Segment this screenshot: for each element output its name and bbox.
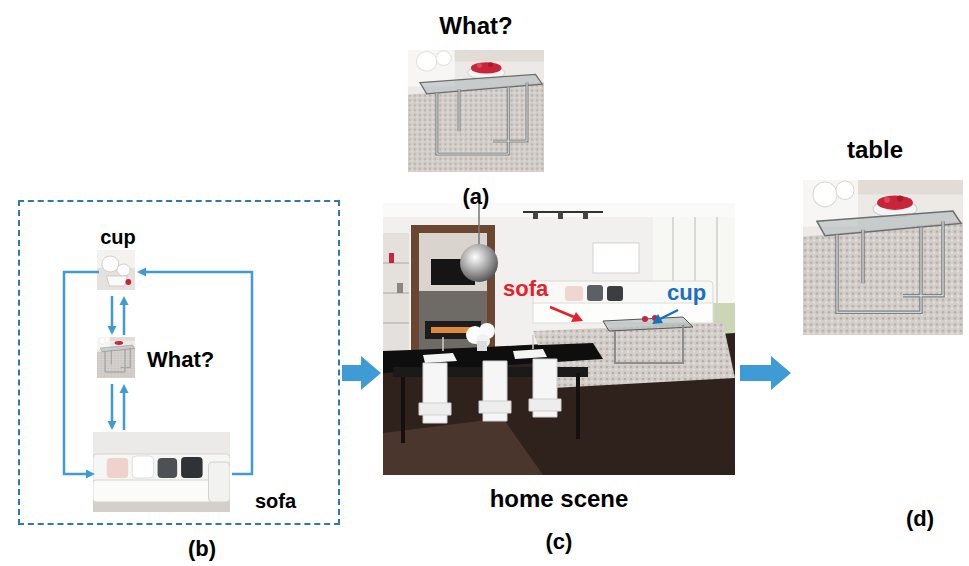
- scene-image: sofacuphome scene(c): [383, 203, 735, 475]
- panel-question: What?: [439, 12, 512, 40]
- arrow-head: [137, 268, 146, 277]
- scene-caption: home scene: [490, 485, 629, 513]
- object-image: What?: [99, 339, 137, 380]
- connector-line: [111, 296, 114, 326]
- connector: [108, 296, 129, 335]
- cup-photo: [97, 250, 135, 290]
- block-arrow: [342, 356, 381, 390]
- connector-line: [123, 393, 126, 430]
- table-photo: [803, 180, 963, 335]
- arrow-head: [108, 421, 117, 430]
- connector: [64, 272, 99, 479]
- object-label: cup: [100, 226, 136, 249]
- arrow-head: [120, 384, 129, 393]
- table-photo: [408, 50, 544, 172]
- home-scene-photo: [383, 203, 735, 475]
- table-photo: [97, 337, 135, 378]
- arrow-head: [120, 296, 129, 305]
- arrow-head: [108, 326, 117, 335]
- panel-letter: (d): [906, 506, 934, 531]
- object-image: sofa: [95, 434, 232, 514]
- object-label: cup: [667, 280, 706, 305]
- object-question: What?: [147, 347, 214, 372]
- connector-line: [146, 272, 252, 474]
- panel-letter: (b): [188, 536, 216, 561]
- pointer-arrow: [550, 307, 583, 322]
- block-arrow: [740, 356, 791, 390]
- panel-answer: table: [847, 136, 903, 164]
- image-panel: What?(a): [408, 50, 544, 172]
- arrow-head: [86, 470, 95, 479]
- image-panel: table(d): [803, 180, 963, 335]
- panel-letter: (c): [546, 529, 573, 554]
- connector: [740, 356, 791, 390]
- object-image: cup: [99, 252, 137, 292]
- object-label: sofa: [503, 276, 548, 301]
- connector: [108, 384, 129, 430]
- connector-line: [64, 272, 99, 474]
- connector: [137, 268, 252, 475]
- connector-line: [111, 384, 114, 421]
- object-label: sofa: [255, 490, 296, 513]
- pointer-arrow: [652, 310, 678, 324]
- connector: [342, 356, 381, 390]
- panel-letter: (a): [463, 184, 490, 209]
- connector-line: [123, 305, 126, 335]
- context-group: (b)cupWhat?sofa: [18, 200, 340, 525]
- sofa-photo: [93, 432, 230, 512]
